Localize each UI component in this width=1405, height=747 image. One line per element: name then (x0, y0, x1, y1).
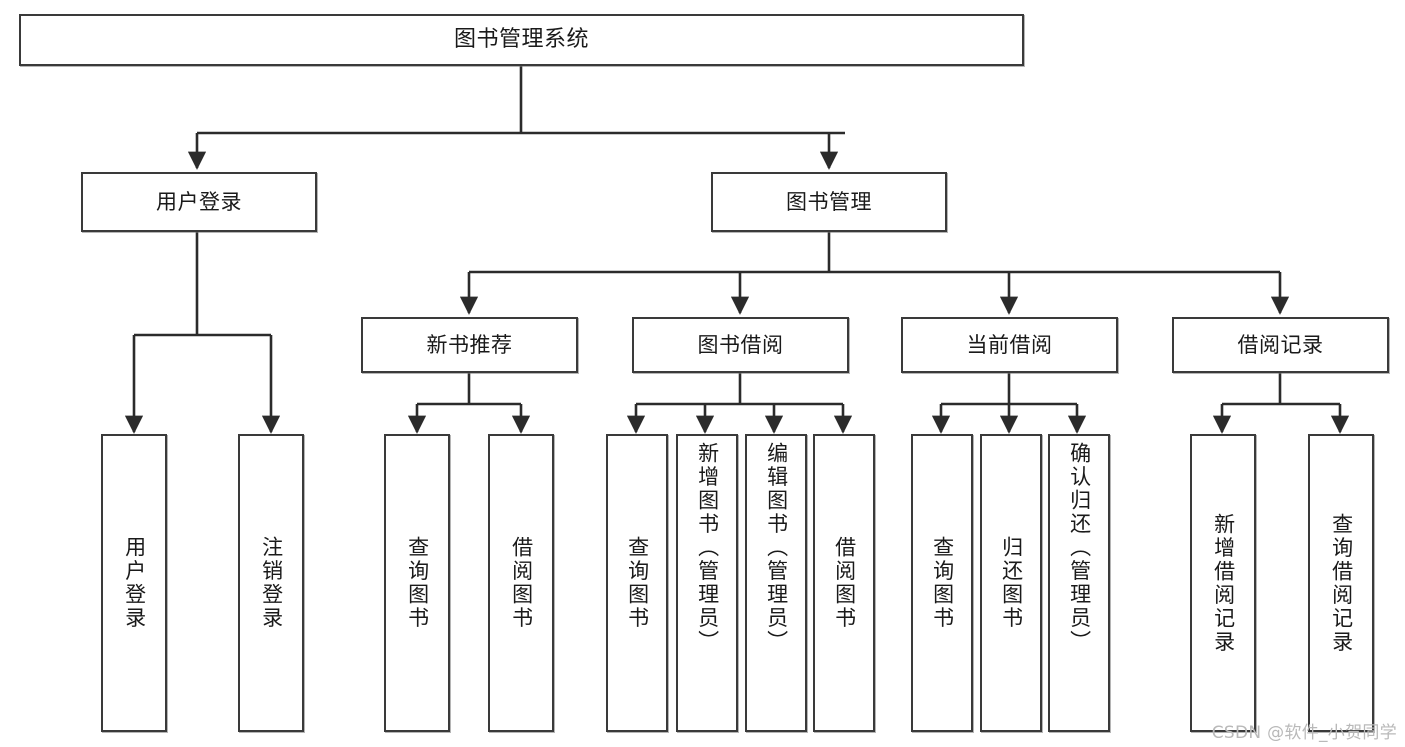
node-leaf-query-record-label: 查询借阅记录 (1329, 512, 1354, 654)
node-new-book-recommend-label: 新书推荐 (426, 332, 513, 357)
node-leaf-borrow-book-2-label: 借阅图书 (832, 536, 857, 630)
node-leaf-add-record-label: 新增借阅记录 (1211, 512, 1236, 654)
node-leaf-edit-book[interactable]: 编辑图书（管理员） (745, 434, 807, 732)
node-borrow-record[interactable]: 借阅记录 (1172, 317, 1389, 373)
node-current-borrow-label: 当前借阅 (966, 332, 1053, 357)
node-leaf-return-book-label: 归还图书 (999, 536, 1024, 630)
node-leaf-borrow-book-2[interactable]: 借阅图书 (813, 434, 875, 732)
watermark-text: CSDN @软件_小贺同学 (1211, 723, 1397, 743)
node-user-login[interactable]: 用户登录 (81, 172, 317, 232)
node-leaf-add-record[interactable]: 新增借阅记录 (1190, 434, 1256, 732)
node-book-borrow[interactable]: 图书借阅 (632, 317, 849, 373)
node-leaf-return-book[interactable]: 归还图书 (980, 434, 1042, 732)
node-leaf-query-book-3[interactable]: 查询图书 (911, 434, 973, 732)
node-root-label: 图书管理系统 (453, 27, 589, 53)
node-leaf-borrow-book-1[interactable]: 借阅图书 (488, 434, 554, 732)
node-user-login-label: 用户登录 (156, 189, 242, 214)
node-leaf-add-book[interactable]: 新增图书（管理员） (676, 434, 738, 732)
node-leaf-user-login-label: 用户登录 (122, 536, 147, 630)
node-leaf-add-book-label: 新增图书（管理员） (695, 442, 720, 654)
node-leaf-query-book-3-label: 查询图书 (930, 536, 955, 630)
node-book-management[interactable]: 图书管理 (711, 172, 947, 232)
node-book-borrow-label: 图书借阅 (697, 332, 784, 357)
node-leaf-confirm-return[interactable]: 确认归还（管理员） (1048, 434, 1110, 732)
node-current-borrow[interactable]: 当前借阅 (901, 317, 1118, 373)
node-book-management-label: 图书管理 (786, 189, 872, 214)
node-leaf-user-login[interactable]: 用户登录 (101, 434, 167, 732)
node-borrow-record-label: 借阅记录 (1237, 332, 1324, 357)
node-leaf-query-record[interactable]: 查询借阅记录 (1308, 434, 1374, 732)
node-leaf-borrow-book-1-label: 借阅图书 (509, 536, 534, 630)
node-leaf-user-logout-label: 注销登录 (259, 536, 284, 630)
node-leaf-query-book-1-label: 查询图书 (405, 536, 430, 630)
node-leaf-query-book-2-label: 查询图书 (625, 536, 650, 630)
node-leaf-query-book-2[interactable]: 查询图书 (606, 434, 668, 732)
node-new-book-recommend[interactable]: 新书推荐 (361, 317, 578, 373)
node-leaf-user-logout[interactable]: 注销登录 (238, 434, 304, 732)
node-leaf-query-book-1[interactable]: 查询图书 (384, 434, 450, 732)
node-leaf-confirm-return-label: 确认归还（管理员） (1067, 442, 1092, 654)
node-root[interactable]: 图书管理系统 (19, 14, 1024, 66)
node-leaf-edit-book-label: 编辑图书（管理员） (764, 442, 789, 654)
